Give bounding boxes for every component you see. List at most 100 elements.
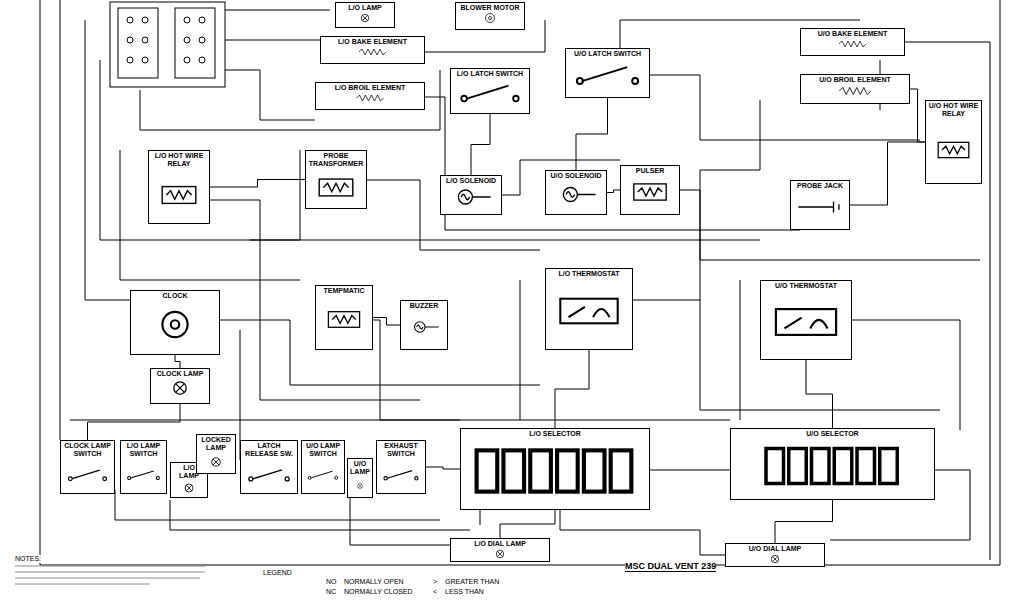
wire-line [740,280,741,420]
notes-body [15,566,205,584]
legend-text: NORMALLY CLOSED [343,588,414,596]
component-symbol [338,12,392,24]
symbol-strokes [328,312,359,328]
drawing-title: MSC DUAL VENT 239 [625,561,716,572]
component-box: L/O SOLENOID [440,175,502,215]
component-symbol [453,548,547,560]
symbol-strokes [162,312,187,337]
wire-line [15,566,205,567]
component-symbol [453,78,527,108]
symbol-strokes [162,187,196,204]
component-symbol [803,38,902,50]
wire-line [85,20,130,300]
component-box: CLOCK [130,290,220,355]
symbol-strokes [634,184,666,200]
component-label: CLOCK [163,292,188,300]
symbol-strokes [69,470,107,480]
component-label: U/O THERMOSTAT [775,282,837,290]
component-symbol [443,185,499,209]
symbol-strokes [563,188,595,202]
wire-line [120,150,300,280]
component-symbol [548,278,630,344]
symbol-strokes [771,555,779,563]
component-label: L/O THERMOSTAT [558,270,619,278]
wire-line [225,40,320,41]
symbol-strokes [212,458,221,467]
wire-line [127,37,133,43]
component-symbol [928,118,979,182]
component-symbol [463,438,647,504]
component-label: U/O DIAL LAMP [749,545,801,553]
component-symbol [323,46,422,58]
symbol-strokes [766,449,897,484]
component-box: L/O BROIL ELEMENT [315,82,425,110]
component-symbol [318,92,422,104]
wire-connector [576,98,608,170]
wire-connector [471,114,490,175]
wire-line [140,70,440,130]
component-symbol [243,458,295,492]
component-box: L/O LAMP [335,2,395,28]
wire-line [225,10,330,11]
component-symbol [733,438,932,494]
wire-line [184,57,190,63]
component-box: U/O LAMP [347,458,373,498]
notes-heading: NOTES: [14,555,42,563]
wire-line [350,490,450,545]
symbol-strokes [358,484,363,489]
wire-line [250,240,760,241]
component-label: LOCKED LAMP [199,436,233,452]
component-label: L/O DIAL LAMP [474,540,526,548]
wire-line [118,8,158,78]
component-box: TEMPMATIC [315,285,373,350]
component-symbol [199,452,233,472]
component-label: EXHAUST SWITCH [379,442,423,458]
wire-line [170,500,470,530]
wire-line [199,37,205,43]
component-label: PROBE TRANSFORMER [308,152,364,168]
component-box: L/O BAKE ELEMENT [320,36,425,64]
wire-line [175,8,215,78]
component-box: L/O LATCH SWITCH [450,68,530,114]
component-label: BUZZER [410,302,438,310]
component-label: L/O LAMP SWITCH [123,442,164,458]
symbol-strokes [577,67,638,84]
component-symbol [153,378,207,398]
component-symbol [308,168,364,207]
symbol-strokes [839,41,866,47]
wire-line [15,584,150,585]
component-symbol [403,310,445,344]
symbol-strokes [461,86,518,102]
wire-line [110,2,225,87]
wire-line [560,510,725,555]
legend-text: NORMALLY OPEN [343,578,405,586]
legend-text: LEGEND [262,569,293,577]
wire-line [650,470,730,471]
component-label: PULSER [636,167,664,175]
component-label: L/O BAKE ELEMENT [338,38,407,46]
terminal-block [110,2,225,87]
symbol-strokes [174,382,187,395]
symbol-strokes [361,14,369,22]
component-label: BLOWER MOTOR [461,4,520,12]
wire-connector [426,467,460,469]
wire-connector [555,350,589,428]
wire-line [15,578,200,579]
component-label: U/O LAMP [350,460,370,476]
symbol-strokes [319,179,353,196]
component-box: U/O LAMP SWITCH [301,440,345,494]
component-symbol [793,190,847,224]
wire-line [520,280,521,420]
component-symbol [133,300,217,349]
wire-connector [910,89,925,142]
component-box: U/O THERMOSTAT [760,280,852,360]
component-box: BUZZER [400,300,448,350]
symbol-strokes [798,202,839,213]
component-box: U/O LATCH SWITCH [565,48,650,98]
component-box: CLOCK LAMP SWITCH [60,440,115,494]
symbol-strokes [359,49,386,55]
wire-connector [850,142,925,205]
wire-group [40,0,1000,565]
wire-connector [500,510,555,538]
